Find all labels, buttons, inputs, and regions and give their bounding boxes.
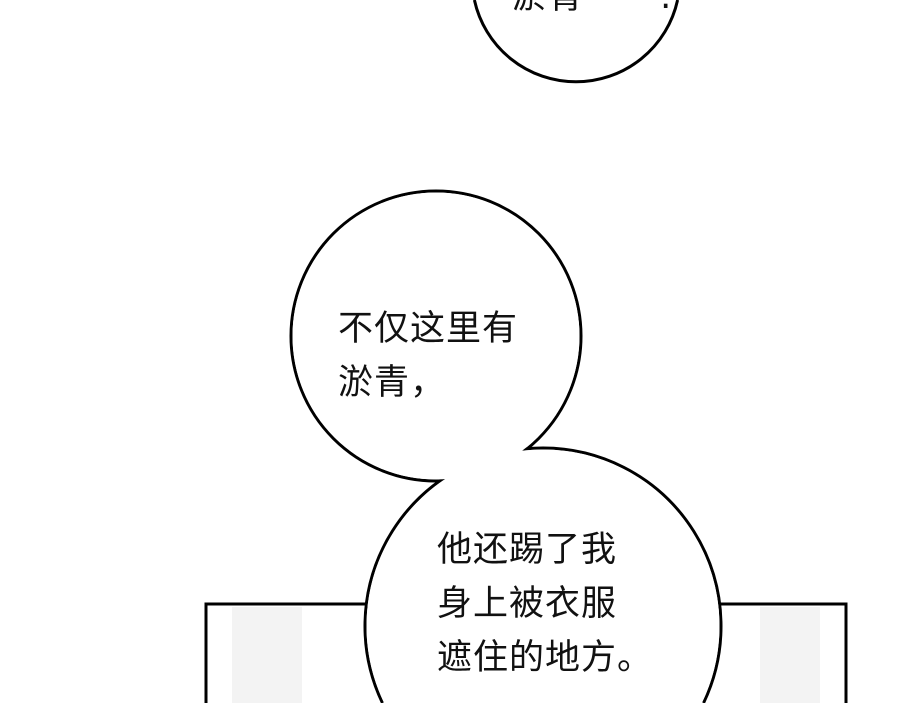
bubble-line: .: [660, 0, 672, 17]
middle-lower-bubble-text: 他还踢了我 身上被衣服 遮住的地方。: [437, 523, 653, 685]
bubble-line: 遮住的地方。: [437, 638, 654, 678]
bubble-line: 淤青: [512, 0, 584, 17]
bubble-line: 不仅这里有: [338, 309, 519, 349]
bubble-line: 他还踢了我: [437, 530, 618, 570]
bubble-line: 身上被衣服: [437, 584, 618, 624]
middle-upper-bubble-text: 不仅这里有 淤青，: [338, 302, 518, 410]
top-bubble-text: 淤青 .: [512, 0, 672, 24]
top-speech-bubble: [472, 0, 680, 84]
middle-speech-bubble: [289, 189, 723, 703]
bubble-line: 淤青，: [338, 363, 447, 403]
